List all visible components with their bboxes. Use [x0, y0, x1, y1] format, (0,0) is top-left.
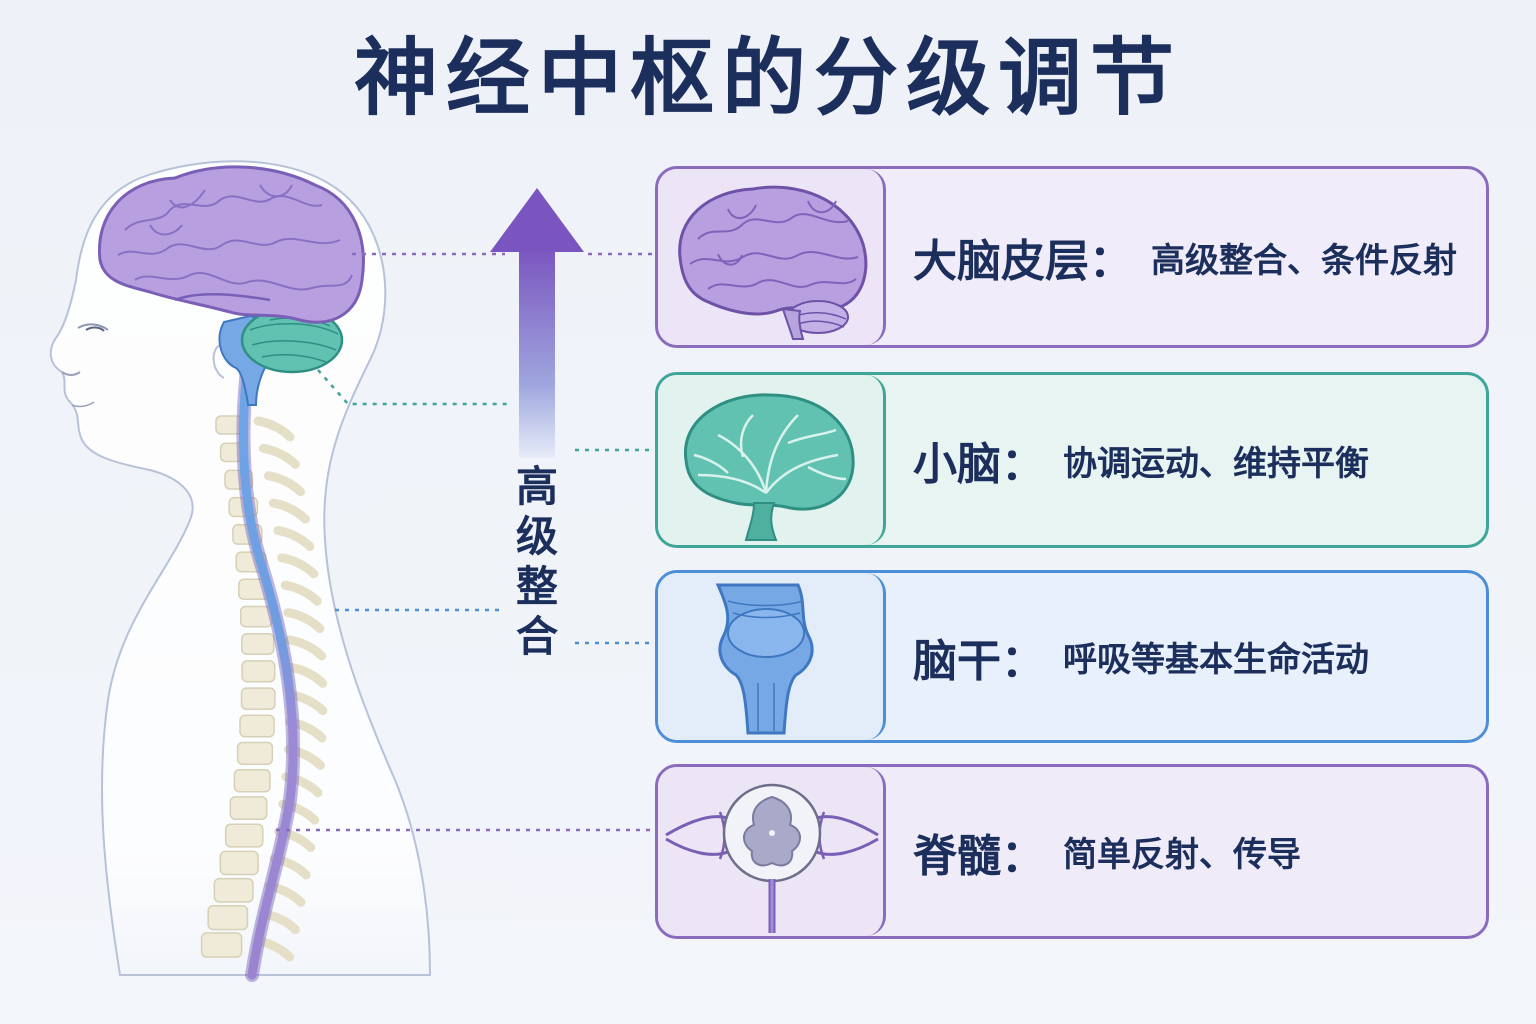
vertebra-body — [233, 768, 271, 793]
level-name: 脊髓 — [913, 830, 1001, 882]
level-description: 简单反射、传导 — [1063, 835, 1301, 875]
level-colon: ： — [1001, 830, 1045, 882]
vertebra-body — [213, 877, 254, 903]
vertebra-process — [263, 471, 305, 497]
vertebra-body — [241, 660, 276, 683]
level-name: 小脑 — [913, 439, 1001, 490]
vertebra-process — [268, 498, 310, 524]
spinal-cord-cross-section-icon — [665, 783, 879, 933]
body-cerebrum — [97, 165, 365, 324]
vertebra-body — [219, 850, 259, 876]
level-colon: ： — [1001, 439, 1045, 490]
vertebra-body — [239, 714, 275, 738]
up-arrow-icon — [490, 188, 584, 458]
vertebra-body — [241, 632, 275, 655]
body-cerebellum — [240, 306, 344, 374]
level-name: 脑干 — [913, 635, 1001, 687]
arrow-label-char: 整 — [515, 562, 558, 611]
level-card-brainstem: 脑干 ： 呼吸等基本生命活动 — [655, 570, 1489, 743]
cerebellum-icon — [683, 393, 855, 541]
level-card-cerebral-cortex: 大脑皮层 ： 高级整合、条件反射 — [655, 166, 1489, 348]
arrow-label-char: 合 — [515, 612, 558, 661]
vertebra-process — [258, 443, 300, 469]
spinal-thumbnail — [658, 767, 886, 936]
level-description: 协调运动、维持平衡 — [1063, 443, 1369, 484]
vertebra-process — [285, 635, 327, 661]
cerebrum-icon — [678, 185, 868, 340]
vertebra-process — [273, 525, 315, 551]
vertebra-process — [277, 553, 319, 579]
arrow-label-char: 级 — [515, 512, 558, 561]
vertebra-process — [280, 580, 322, 606]
vertebra-process — [253, 416, 295, 442]
level-colon: ： — [1001, 635, 1045, 687]
vertebra-body — [207, 905, 249, 931]
brainstem-thumbnail — [658, 573, 886, 740]
connector-lines — [276, 252, 655, 832]
vertebra-process — [286, 662, 328, 688]
cerebellum-thumbnail — [658, 375, 886, 545]
page-title: 神经中枢的分级调节 — [353, 29, 1182, 127]
level-description: 高级整合、条件反射 — [1151, 240, 1457, 281]
brainstem-icon — [715, 583, 814, 735]
arrow-label-char: 高 — [515, 462, 558, 511]
cortex-thumbnail — [658, 169, 886, 345]
level-card-cerebellum: 小脑 ： 协调运动、维持平衡 — [655, 372, 1489, 548]
vertebra-body — [236, 741, 274, 766]
vertebra-body — [224, 823, 264, 848]
level-description: 呼吸等基本生命活动 — [1063, 640, 1369, 680]
level-colon: ： — [1089, 236, 1133, 287]
vertebra-process — [283, 608, 325, 634]
vertebra-body — [200, 932, 243, 958]
level-name: 大脑皮层 — [913, 236, 1089, 287]
level-card-spinal-cord: 脊髓 ： 简单反射、传导 — [655, 764, 1489, 939]
vertebra-body — [229, 796, 268, 821]
arrow-label: 高 级 整 合 — [512, 462, 562, 662]
vertebra-body — [240, 687, 276, 711]
